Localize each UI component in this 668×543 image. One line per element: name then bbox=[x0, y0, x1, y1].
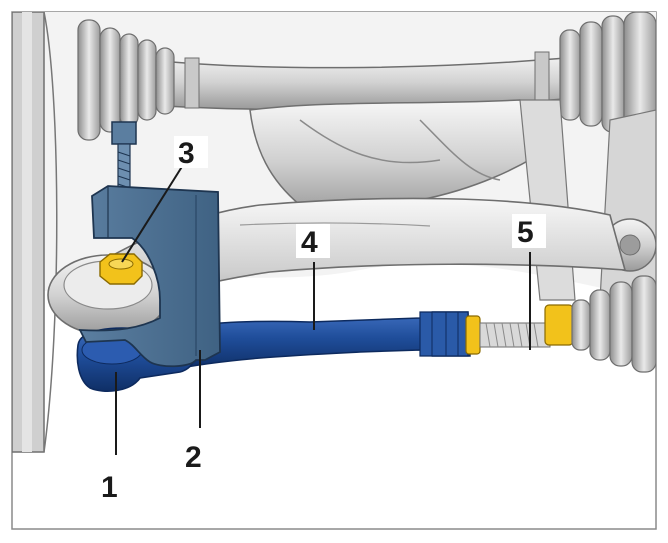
ball-joint-puller bbox=[78, 121, 221, 368]
callout-3: 3 bbox=[178, 137, 195, 170]
callout-5: 5 bbox=[517, 216, 534, 249]
drive-shaft bbox=[77, 12, 656, 141]
outer-tie-rod bbox=[148, 275, 656, 373]
brake-disc bbox=[12, 12, 58, 453]
illustration bbox=[12, 12, 656, 453]
callout-1: 1 bbox=[101, 471, 118, 504]
callout-labels: 3 4 5 2 1 bbox=[96, 136, 546, 504]
tie-rod-thread bbox=[479, 322, 551, 348]
callout-leaders bbox=[115, 164, 531, 455]
callout-4: 4 bbox=[301, 226, 318, 259]
callout-2: 2 bbox=[185, 441, 202, 474]
